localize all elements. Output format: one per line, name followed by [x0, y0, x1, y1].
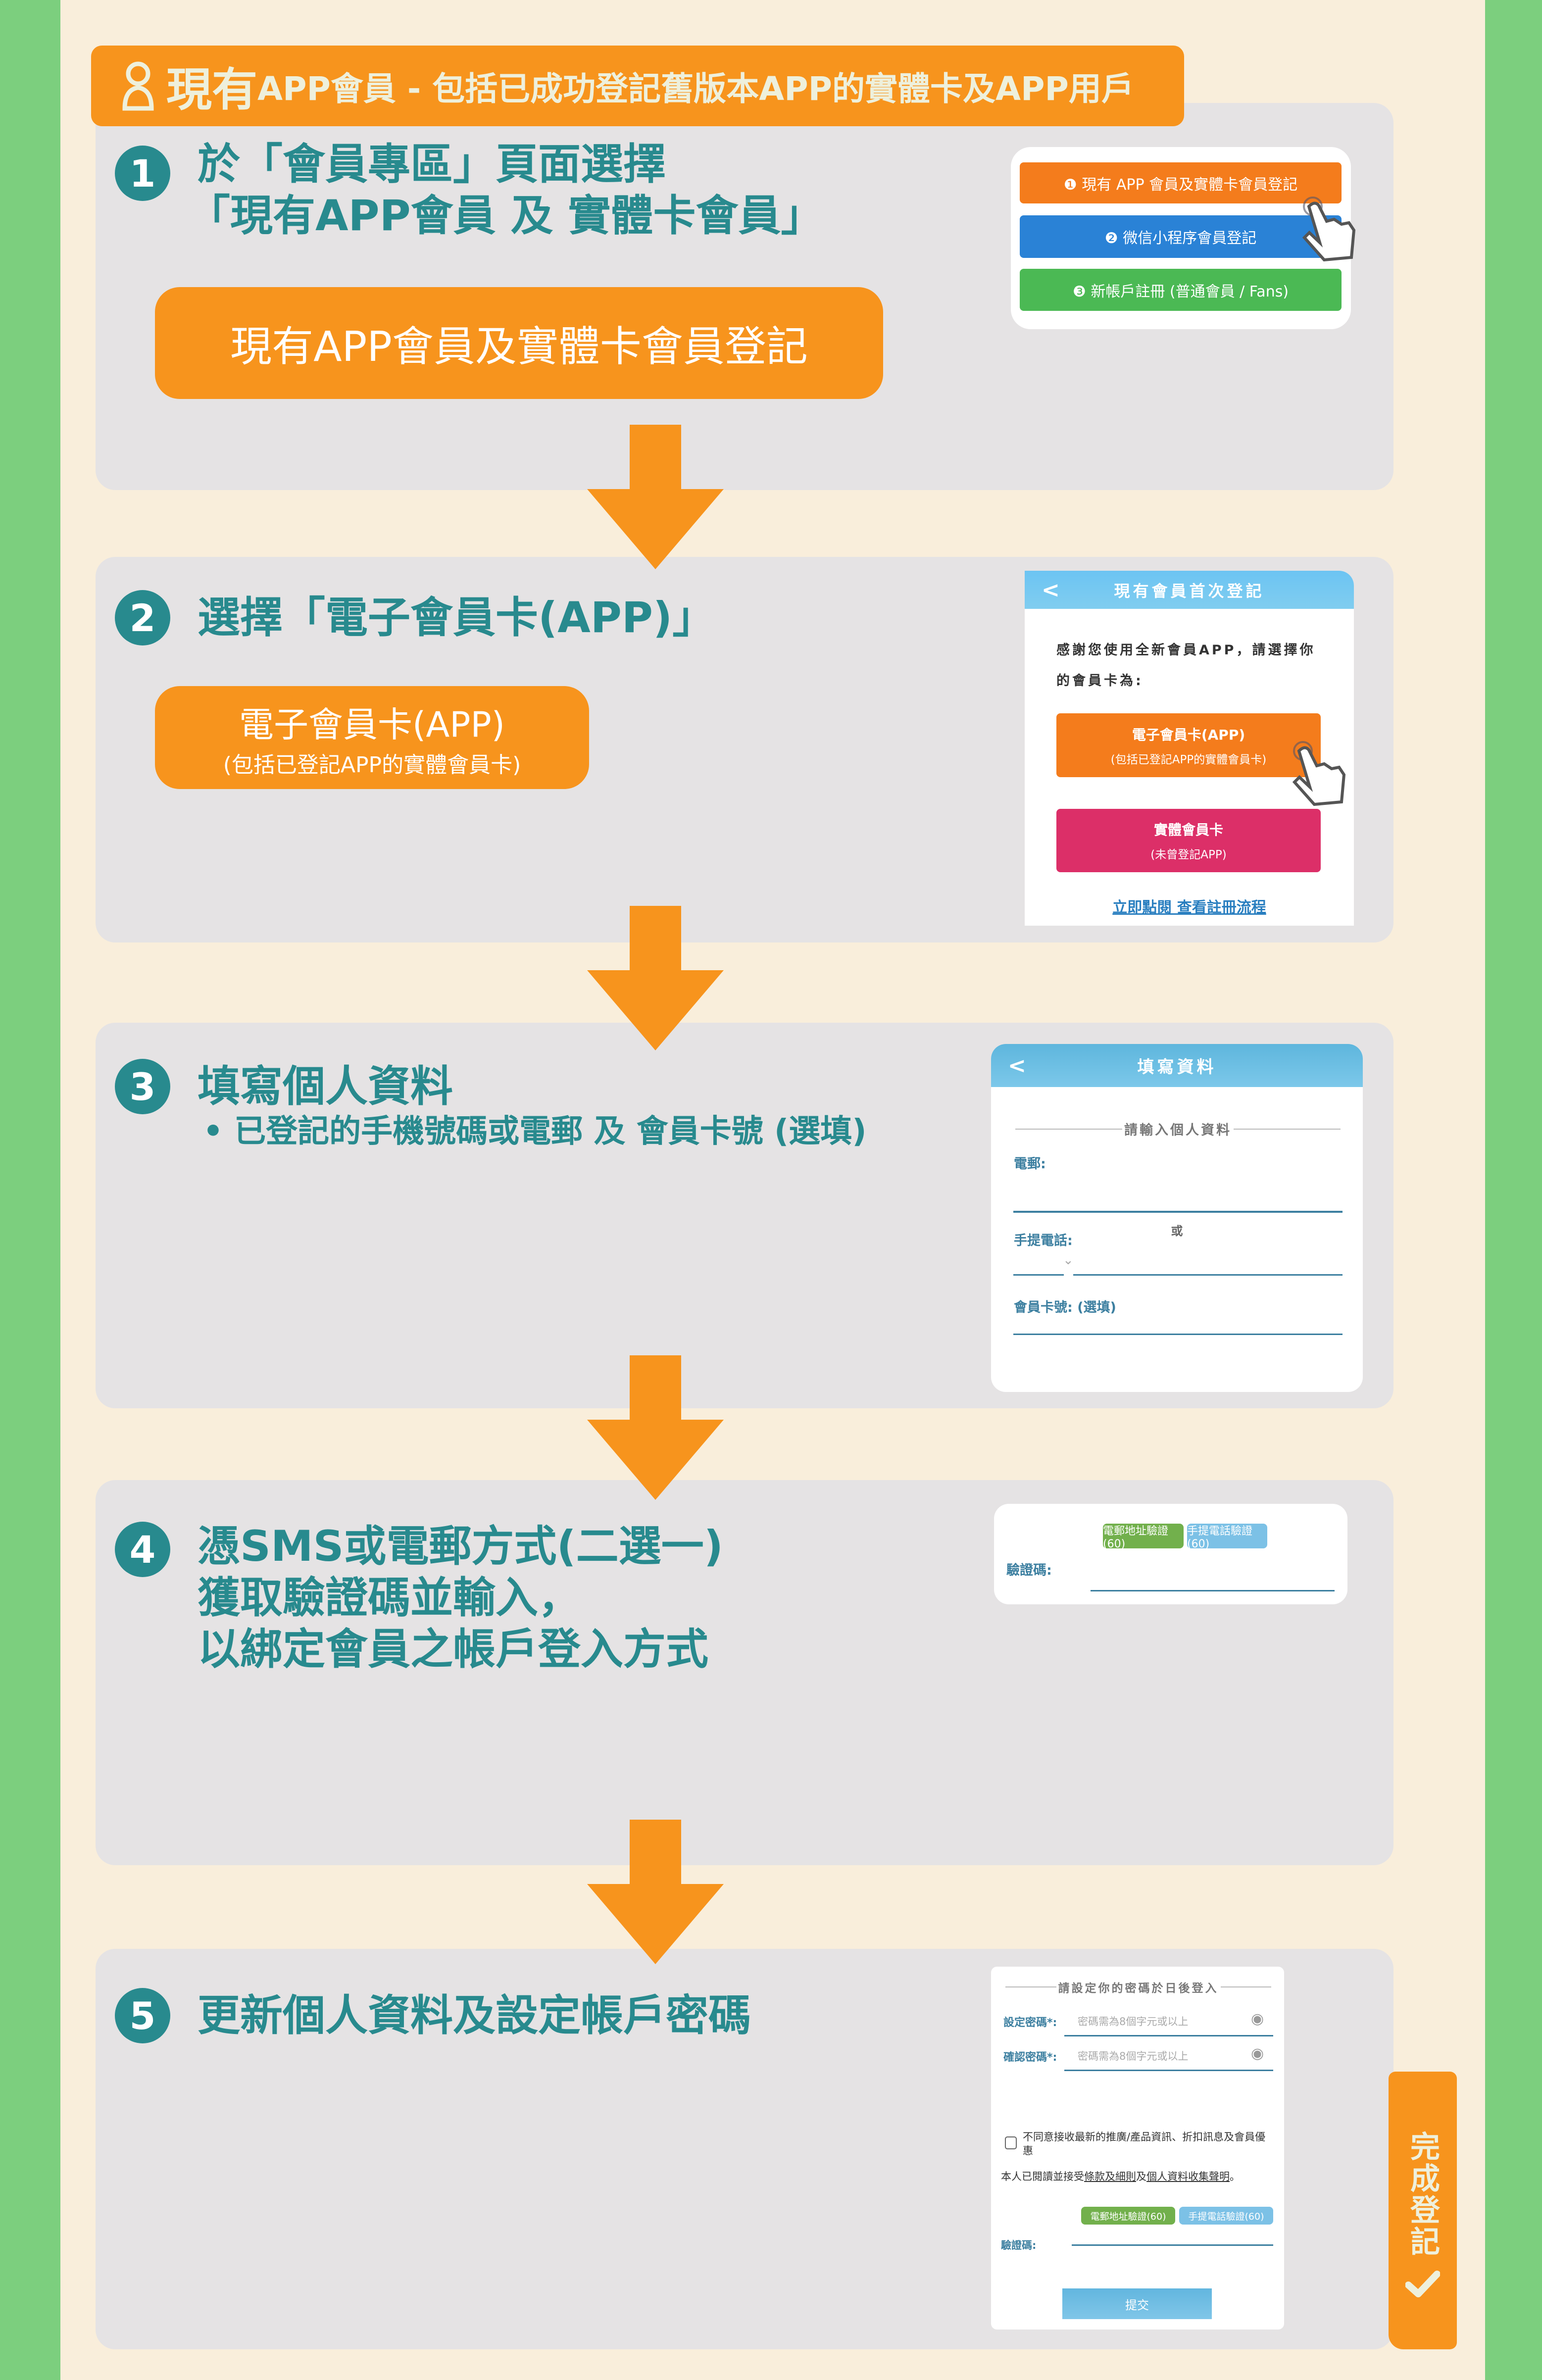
verification-mock: 電郵地址驗證(60) 手提電話驗證(60) 驗證碼: [994, 1504, 1347, 1604]
step-bullet: • 已登記的手機號碼或電郵 及 會員卡號 (選填) [203, 1113, 867, 1150]
complete-label: 完成登記 [1405, 2131, 1440, 2258]
option-label: 電子會員卡(APP) [1132, 726, 1245, 743]
email-verify-button[interactable]: 電郵地址驗證(60) [1103, 1524, 1184, 1550]
card-number-input[interactable] [1013, 1334, 1343, 1335]
step-title-line: 「現有APP會員 及 實體卡會員」 [188, 191, 824, 241]
mock-title: 現有會員首次登記 [1114, 581, 1265, 600]
button-label: 電子會員卡(APP) [239, 704, 505, 745]
fill-info-mock: < 填寫資料 請輸入個人資料 電郵: 或 手提電話: ⌄ 會員卡號: (選填) [991, 1044, 1363, 1392]
code-label: 驗證碼: [1006, 1563, 1052, 1578]
phone-input[interactable] [1073, 1274, 1343, 1276]
complete-registration-badge: 完成登記 [1389, 2072, 1457, 2349]
email-label: 電郵: [1014, 1156, 1046, 1172]
mock-title: 填寫資料 [1137, 1057, 1217, 1077]
down-arrow-icon [587, 1820, 724, 1964]
back-icon[interactable]: < [1008, 1053, 1029, 1078]
section-divider: 請輸入個人資料 [1013, 1119, 1343, 1139]
physical-card-option[interactable]: 實體會員卡 (未曾登記APP) [1056, 809, 1321, 872]
first-login-mock: < 現有會員首次登記 感謝您使用全新會員APP，請選擇你的會員卡為: 電子會員卡(… [1025, 571, 1354, 926]
code-label: 驗證碼: [1001, 2239, 1037, 2251]
step-title-line: 憑SMS或電郵方式(二選一) [198, 1522, 724, 1571]
step-title-line: 獲取驗證碼並輸入， [198, 1573, 581, 1623]
privacy-link[interactable]: 個人資料收集聲明 [1146, 2171, 1230, 2182]
down-arrow-icon [587, 1355, 724, 1500]
chevron-down-icon[interactable]: ⌄ [1063, 1253, 1074, 1268]
wechat-register-option[interactable]: ❷ 微信小程序會員登記 [1020, 215, 1342, 258]
option-sublabel: (未曾登記APP) [1150, 848, 1227, 861]
submit-button[interactable]: 提交 [1062, 2288, 1212, 2319]
email-verify-button[interactable]: 電郵地址驗證(60) [1081, 2207, 1175, 2225]
email-input[interactable] [1013, 1211, 1343, 1213]
e-card-option[interactable]: 電子會員卡(APP) (包括已登記APP的實體會員卡) [1056, 713, 1321, 777]
step-title-line: 於「會員專區」頁面選擇 [198, 140, 666, 189]
confirm-password-underline [1064, 2070, 1273, 2071]
code-input[interactable] [1072, 2244, 1273, 2246]
code-input[interactable] [1091, 1590, 1335, 1591]
phone-verify-button[interactable]: 手提電話驗證(60) [1179, 2207, 1273, 2225]
header-title: APP會員 - 包括已成功登記舊版本APP的實體卡及APP用戶 [257, 69, 1134, 108]
terms-link[interactable]: 條款及細則 [1084, 2171, 1136, 2182]
terms-text: 本人已閱讀並接受條款及細則及個人資料收集聲明。 [1001, 2169, 1240, 2183]
optout-label: 不同意接收最新的推廣/產品資訊、折扣訊息及會員優惠 [1023, 2131, 1266, 2157]
registration-flow-link[interactable]: 立即點閱 查看註冊流程 [1112, 899, 1266, 916]
existing-member-option[interactable]: ❶ 現有 APP 會員及實體卡會員登記 [1020, 162, 1342, 203]
step-title: 憑SMS或電郵方式(二選一) 獲取驗證碼並輸入， 以綁定會員之帳戶登入方式 [198, 1521, 723, 1675]
hand-pointer-icon [1292, 741, 1346, 806]
password-label: 設定密碼*: [1003, 2017, 1057, 2029]
terms-joiner: 及 [1136, 2171, 1146, 2182]
country-code-select[interactable] [1013, 1274, 1064, 1276]
user-icon [122, 61, 154, 110]
step-title: 更新個人資料及設定帳戶密碼 [198, 1991, 751, 2040]
step-title-line: 以綁定會員之帳戶登入方式 [198, 1625, 708, 1674]
section-header: 現有 APP會員 - 包括已成功登記舊版本APP的實體卡及APP用戶 [91, 46, 1184, 126]
mock-header: < 現有會員首次登記 [1025, 571, 1354, 609]
phone-label: 手提電話: [1014, 1233, 1073, 1248]
step-number: 4 [115, 1522, 170, 1577]
password-input[interactable]: 密碼需為8個字元或以上 [1078, 2016, 1189, 2028]
section-divider: 請設定你的密碼於日後登入 [1003, 1979, 1273, 1995]
step-title: 於「會員專區」頁面選擇 「現有APP會員 及 實體卡會員」 [188, 139, 824, 242]
option-label: 實體會員卡 [1153, 822, 1223, 838]
optout-checkbox[interactable] [1005, 2136, 1017, 2149]
step-number: 5 [115, 1988, 170, 2043]
down-arrow-icon [587, 906, 724, 1050]
phone-verify-button[interactable]: 手提電話驗證(60) [1187, 1524, 1267, 1550]
step-number: 3 [115, 1059, 170, 1114]
down-arrow-icon [587, 425, 724, 569]
button-sublabel: (包括已登記APP的實體會員卡) [223, 752, 521, 778]
new-account-option[interactable]: ❸ 新帳戶註冊 (普通會員 / Fans) [1020, 269, 1342, 311]
card-number-label: 會員卡號: (選填) [1014, 1300, 1116, 1315]
member-area-mock: ❶ 現有 APP 會員及實體卡會員登記 ❷ 微信小程序會員登記 ❸ 新帳戶註冊 … [1011, 147, 1351, 329]
eye-icon[interactable]: ◉ [1251, 2045, 1264, 2062]
header-title-bold: 現有 [166, 63, 258, 116]
password-mock: 請設定你的密碼於日後登入 設定密碼*: 密碼需為8個字元或以上 ◉ 確認密碼*:… [991, 1967, 1284, 2330]
step-title: 選擇「電子會員卡(APP)」 [198, 593, 715, 643]
terms-prefix: 本人已閱讀並接受 [1001, 2171, 1084, 2182]
e-member-card-button[interactable]: 電子會員卡(APP) (包括已登記APP的實體會員卡) [155, 686, 589, 789]
eye-icon[interactable]: ◉ [1251, 2010, 1264, 2028]
step-number: 1 [115, 146, 170, 201]
step-number: 2 [115, 590, 170, 645]
check-icon [1405, 2271, 1440, 2297]
intro-text: 感謝您使用全新會員APP，請選擇你的會員卡為: [1056, 643, 1316, 689]
password-underline [1064, 2035, 1273, 2036]
hand-pointer-icon [1302, 197, 1356, 262]
confirm-password-label: 確認密碼*: [1003, 2051, 1057, 2064]
section-label: 請輸入個人資料 [1124, 1123, 1232, 1138]
bullet-text: 已登記的手機號碼或電郵 及 會員卡號 (選填) [234, 1113, 867, 1150]
section-label: 請設定你的密碼於日後登入 [1058, 1982, 1219, 1995]
mock-header: < 填寫資料 [991, 1044, 1363, 1087]
option-sublabel: (包括已登記APP的實體會員卡) [1110, 753, 1267, 766]
confirm-password-input[interactable]: 密碼需為8個字元或以上 [1078, 2050, 1189, 2062]
or-label: 或 [1171, 1224, 1183, 1238]
back-icon[interactable]: < [1042, 577, 1063, 602]
step-title: 填寫個人資料 [198, 1062, 453, 1111]
existing-member-register-button[interactable]: 現有APP會員及實體卡會員登記 [155, 287, 883, 399]
terms-end: 。 [1230, 2171, 1240, 2182]
